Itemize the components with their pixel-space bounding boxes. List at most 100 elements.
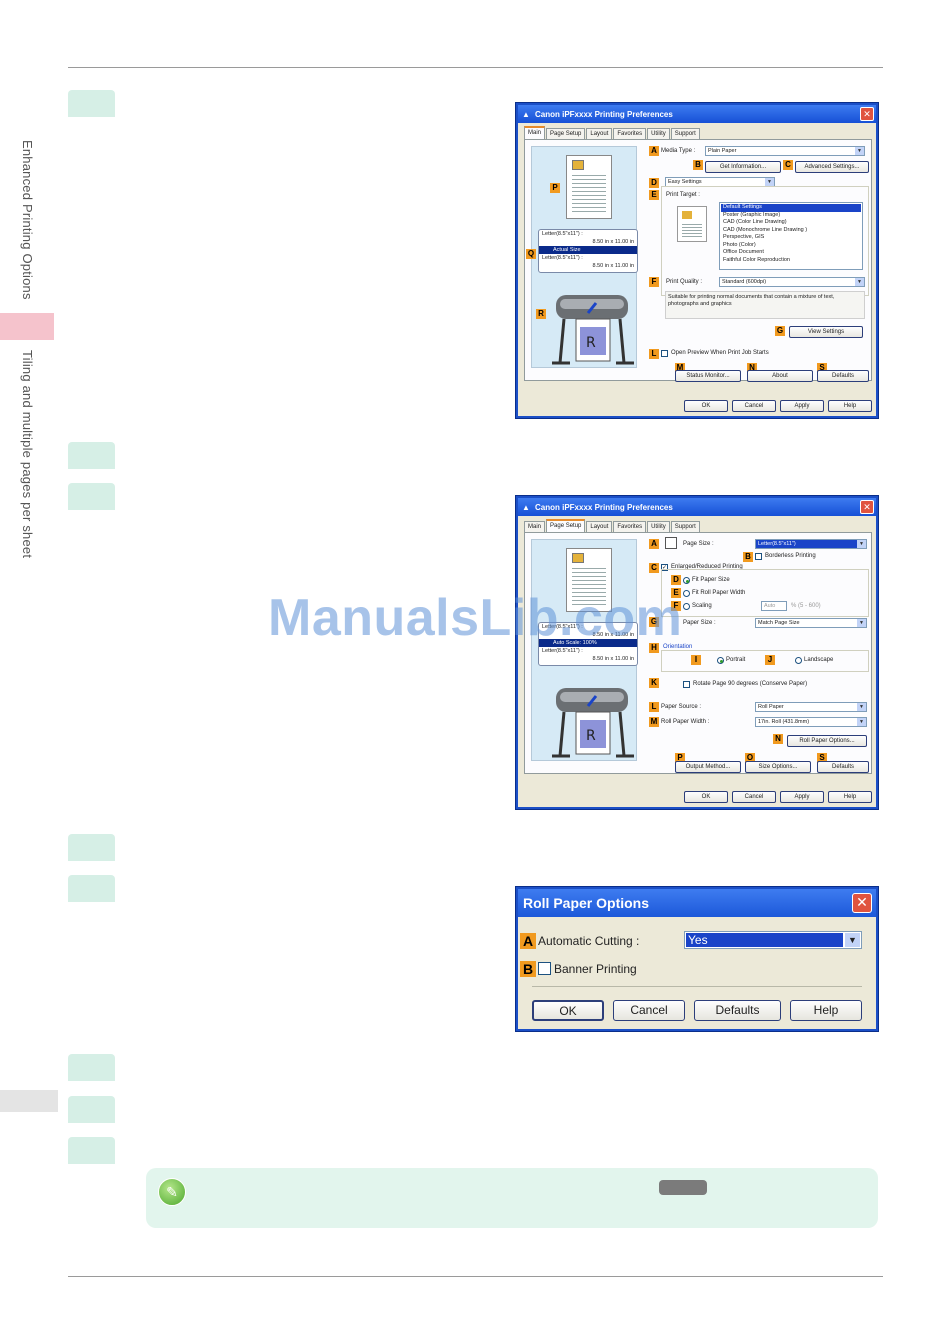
page-size-select[interactable]: Letter(8.5"x11")▼ xyxy=(755,539,867,549)
callout-label-f: F xyxy=(649,277,659,287)
list-item[interactable]: Perspective, GIS xyxy=(723,234,765,240)
tab-main[interactable]: Main xyxy=(524,126,546,139)
tab-favorites[interactable]: Favorites xyxy=(613,521,647,532)
cancel-button[interactable]: Cancel xyxy=(613,1000,685,1021)
cancel-button[interactable]: Cancel xyxy=(732,791,776,803)
printer-illustration: R xyxy=(552,295,634,365)
callout-label-d: D xyxy=(671,575,681,585)
list-item[interactable]: Default Settings xyxy=(721,204,861,212)
step-marker xyxy=(68,1137,115,1164)
tab-utility[interactable]: Utility xyxy=(647,128,670,139)
step-marker xyxy=(68,834,115,861)
media-type-label: Media Type : xyxy=(661,148,696,154)
callout-label-r: R xyxy=(536,309,546,319)
list-item[interactable]: Poster (Graphic Image) xyxy=(723,211,781,218)
chevron-down-icon: ▼ xyxy=(855,278,864,286)
step-marker xyxy=(68,90,115,117)
banner-printing-checkbox[interactable] xyxy=(538,962,551,975)
list-item[interactable]: CAD (Color Line Drawing) xyxy=(723,219,787,225)
tab-strip: Main Page Setup Layout Favorites Utility… xyxy=(524,519,701,532)
borderless-checkbox[interactable] xyxy=(755,553,762,560)
settings-preview-area: P Letter(8.5"x11") : 8.50 in x 11.00 in … xyxy=(526,146,638,368)
callout-label-l: L xyxy=(649,349,659,359)
roll-paper-options-button[interactable]: Roll Paper Options... xyxy=(787,735,867,747)
defaults-button[interactable]: Defaults xyxy=(817,370,869,382)
print-target-list[interactable]: Default Settings Poster (Graphic Image) … xyxy=(719,202,863,270)
dialog-title: Canon iPFxxxx Printing Preferences xyxy=(535,502,673,512)
print-target-label: Print Target : xyxy=(666,192,700,198)
roll-paper-width-select[interactable]: 17in. Roll (431.8mm)▼ xyxy=(755,717,867,727)
orientation-label: Orientation xyxy=(663,644,693,650)
fit-roll-paper-width-radio[interactable] xyxy=(683,590,690,597)
view-settings-button[interactable]: View Settings xyxy=(789,326,863,338)
status-monitor-button[interactable]: Status Monitor... xyxy=(675,370,741,382)
close-icon[interactable]: ✕ xyxy=(852,893,872,913)
dialog-titlebar: Roll Paper Options ✕ xyxy=(518,889,876,917)
close-icon[interactable]: ✕ xyxy=(860,500,874,514)
automatic-cutting-select[interactable]: Yes ▼ xyxy=(684,931,862,949)
tab-support[interactable]: Support xyxy=(670,521,700,532)
media-type-select[interactable]: Plain Paper▼ xyxy=(705,146,865,156)
tab-layout[interactable]: Layout xyxy=(586,521,613,532)
size-options-button[interactable]: Size Options... xyxy=(745,761,811,773)
list-item[interactable]: Office Document xyxy=(723,249,764,255)
help-button[interactable]: Help xyxy=(828,400,872,412)
side-chapter-label: Tiling and multiple pages per sheet xyxy=(20,350,35,559)
callout-label-c: C xyxy=(649,563,659,573)
tab-main[interactable]: Main xyxy=(524,521,546,532)
tab-layout[interactable]: Layout xyxy=(586,128,613,139)
ok-button[interactable]: OK xyxy=(684,400,728,412)
tab-utility[interactable]: Utility xyxy=(647,521,670,532)
bottom-rule xyxy=(68,1276,883,1277)
callout-label-n: N xyxy=(747,363,757,373)
list-item[interactable]: CAD (Monochrome Line Drawing ) xyxy=(723,226,808,233)
dialog-title: Canon iPFxxxx Printing Preferences xyxy=(535,109,673,119)
side-section-label: Enhanced Printing Options xyxy=(20,140,35,300)
list-item[interactable]: Photo (Color) xyxy=(723,241,756,248)
ok-button[interactable]: OK xyxy=(532,1000,604,1021)
reference-link-badge[interactable] xyxy=(659,1180,707,1195)
rotate-page-checkbox[interactable] xyxy=(683,681,690,688)
ok-button[interactable]: OK xyxy=(684,791,728,803)
scaling-input[interactable]: Auto xyxy=(761,601,787,611)
defaults-button[interactable]: Defaults xyxy=(817,761,869,773)
page-preview xyxy=(566,548,612,612)
apply-button[interactable]: Apply xyxy=(780,791,824,803)
tab-support[interactable]: Support xyxy=(670,128,700,139)
print-target-thumbnail xyxy=(677,206,707,242)
callout-label-a: A xyxy=(520,933,536,949)
tab-favorites[interactable]: Favorites xyxy=(613,128,647,139)
cancel-button[interactable]: Cancel xyxy=(732,400,776,412)
tab-page-setup[interactable]: Page Setup xyxy=(546,519,586,532)
defaults-button[interactable]: Defaults xyxy=(694,1000,781,1021)
step-marker xyxy=(68,1096,115,1123)
paper-source-select[interactable]: Roll Paper▼ xyxy=(755,702,867,712)
output-method-button[interactable]: Output Method... xyxy=(675,761,741,773)
close-icon[interactable]: ✕ xyxy=(860,107,874,121)
fit-paper-size-radio[interactable] xyxy=(683,577,690,584)
list-item[interactable]: Faithful Color Reproduction xyxy=(723,256,790,263)
get-information-button[interactable]: Get Information... xyxy=(705,161,781,173)
about-button[interactable]: About xyxy=(747,370,813,382)
callout-label-g: G xyxy=(775,326,785,336)
enlarged-reduced-checkbox[interactable]: ✓ xyxy=(661,564,668,571)
paper-size-select[interactable]: Match Page Size▼ xyxy=(755,618,867,628)
help-button[interactable]: Help xyxy=(790,1000,862,1021)
open-preview-checkbox[interactable] xyxy=(661,350,668,357)
scaling-radio[interactable] xyxy=(683,603,690,610)
advanced-settings-button[interactable]: Advanced Settings... xyxy=(795,161,869,173)
page-setup-tab-panel: Letter(8.5"x11") : 8.50 in x 11.00 in Au… xyxy=(524,532,872,774)
help-button[interactable]: Help xyxy=(828,791,872,803)
tab-page-setup[interactable]: Page Setup xyxy=(546,128,586,139)
svg-text:R: R xyxy=(586,728,596,744)
scaling-label: Scaling xyxy=(692,603,712,609)
callout-label-e: E xyxy=(671,588,681,598)
print-quality-select[interactable]: Standard (600dpi)▼ xyxy=(719,277,865,287)
portrait-radio[interactable] xyxy=(717,657,724,664)
callout-label-l: L xyxy=(649,702,659,712)
landscape-radio[interactable] xyxy=(795,657,802,664)
printing-preferences-page-setup-dialog: ▲ Canon iPFxxxx Printing Preferences ✕ M… xyxy=(516,496,878,809)
callout-label-m: M xyxy=(675,363,685,373)
callout-label-p: P xyxy=(550,183,560,193)
apply-button[interactable]: Apply xyxy=(780,400,824,412)
